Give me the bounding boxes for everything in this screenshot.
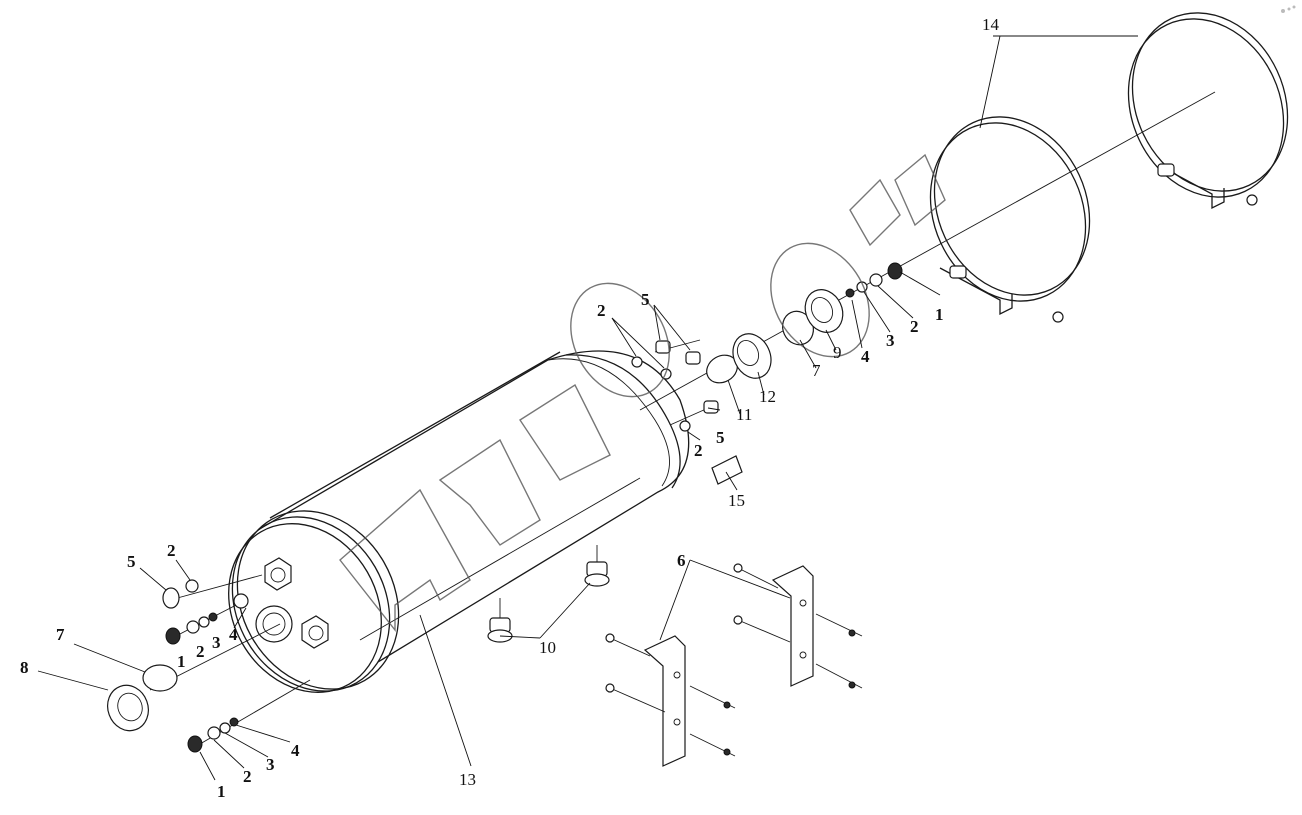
callout-labels: 14 5 2 7 8 1 2 3 4 1 2 3 4 13 10 6 2 5 2… (20, 15, 1000, 801)
label-1-right: 1 (935, 305, 944, 324)
air-tank (228, 350, 690, 693)
label-6: 6 (677, 551, 686, 570)
label-3-bottom: 3 (266, 755, 275, 774)
leader-lines (37, 35, 1138, 781)
right-fittings (631, 91, 1216, 485)
label-5-right-low: 5 (716, 428, 725, 447)
label-4-mid: 4 (229, 625, 238, 644)
label-2-left: 2 (167, 541, 176, 560)
label-9: 9 (833, 343, 842, 362)
label-12: 12 (759, 387, 776, 406)
label-7-right: 7 (812, 361, 821, 380)
label-11: 11 (736, 405, 752, 424)
watermark (339, 153, 946, 633)
label-10: 10 (539, 638, 556, 657)
label-15: 15 (728, 491, 745, 510)
label-14: 14 (982, 15, 1000, 34)
label-1-mid: 1 (177, 652, 186, 671)
label-4-right: 4 (861, 347, 870, 366)
mounting-bracket-left (605, 633, 736, 767)
label-2-right: 2 (910, 317, 919, 336)
label-1-bottom: 1 (217, 782, 226, 801)
label-13: 13 (459, 770, 476, 789)
drain-valve-right (584, 545, 610, 587)
label-3-mid: 3 (212, 633, 221, 652)
label-5-left: 5 (127, 552, 136, 571)
label-2-mid: 2 (196, 642, 205, 661)
label-2-bottom: 2 (243, 767, 252, 786)
mounting-bracket-right (733, 563, 863, 689)
label-5-right-top: 5 (641, 290, 650, 309)
clamp-strap-front (929, 116, 1091, 323)
clamp-strap-back (1127, 12, 1289, 210)
label-2-right-low: 2 (694, 441, 703, 460)
label-4-bottom: 4 (291, 741, 300, 760)
label-7-left: 7 (56, 625, 65, 644)
label-2-right-top: 2 (597, 301, 606, 320)
logo-mark-icon (1281, 5, 1296, 13)
label-8: 8 (20, 658, 29, 677)
left-fittings (107, 574, 311, 753)
label-3-right: 3 (886, 331, 895, 350)
drain-valve-left (487, 598, 513, 643)
